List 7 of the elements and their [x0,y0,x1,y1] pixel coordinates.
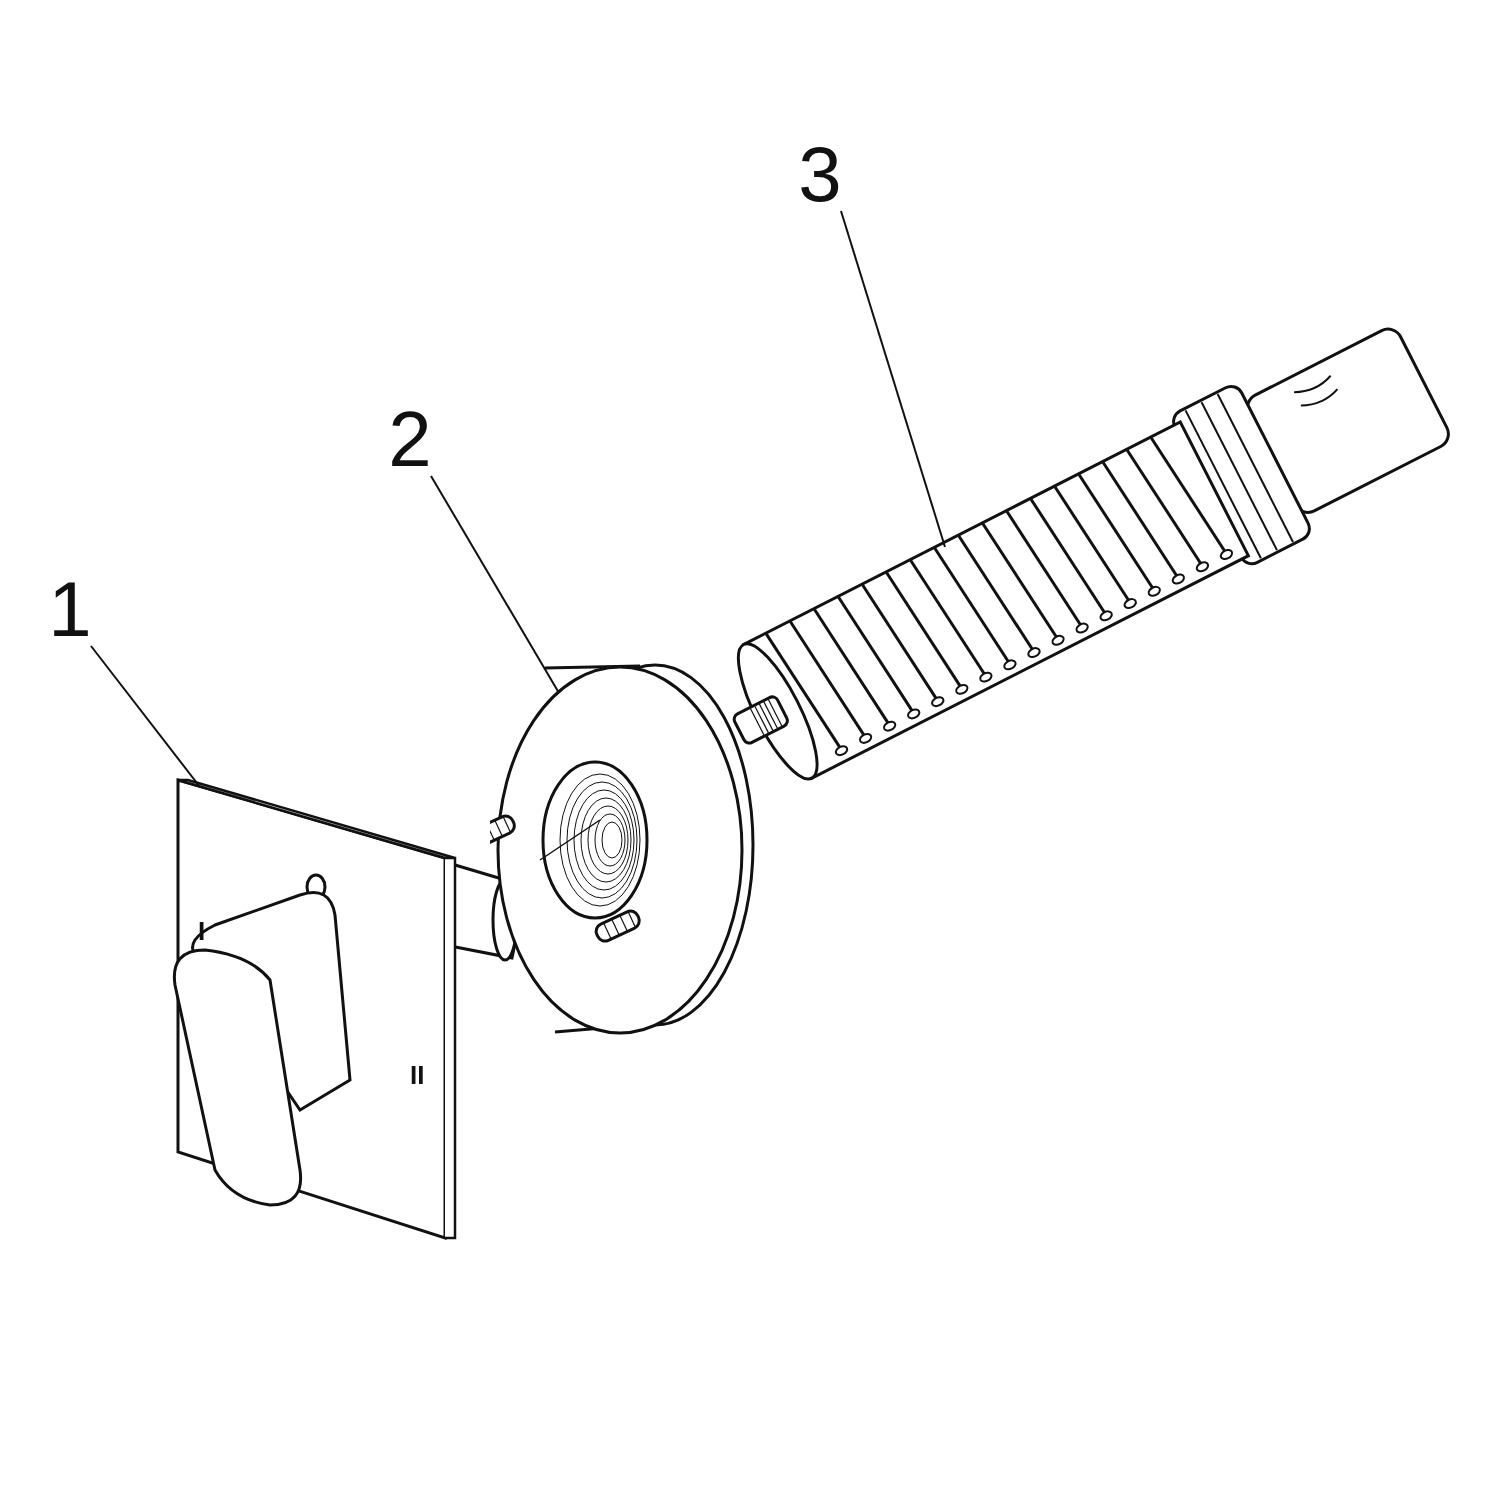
callout-number: 1 [40,570,100,648]
callout-number: 2 [380,400,440,478]
leader-line [840,210,946,548]
callout-number: 3 [790,135,850,213]
position-mark: II [410,1062,425,1088]
leader-line [430,475,560,694]
leader-line [90,645,201,788]
